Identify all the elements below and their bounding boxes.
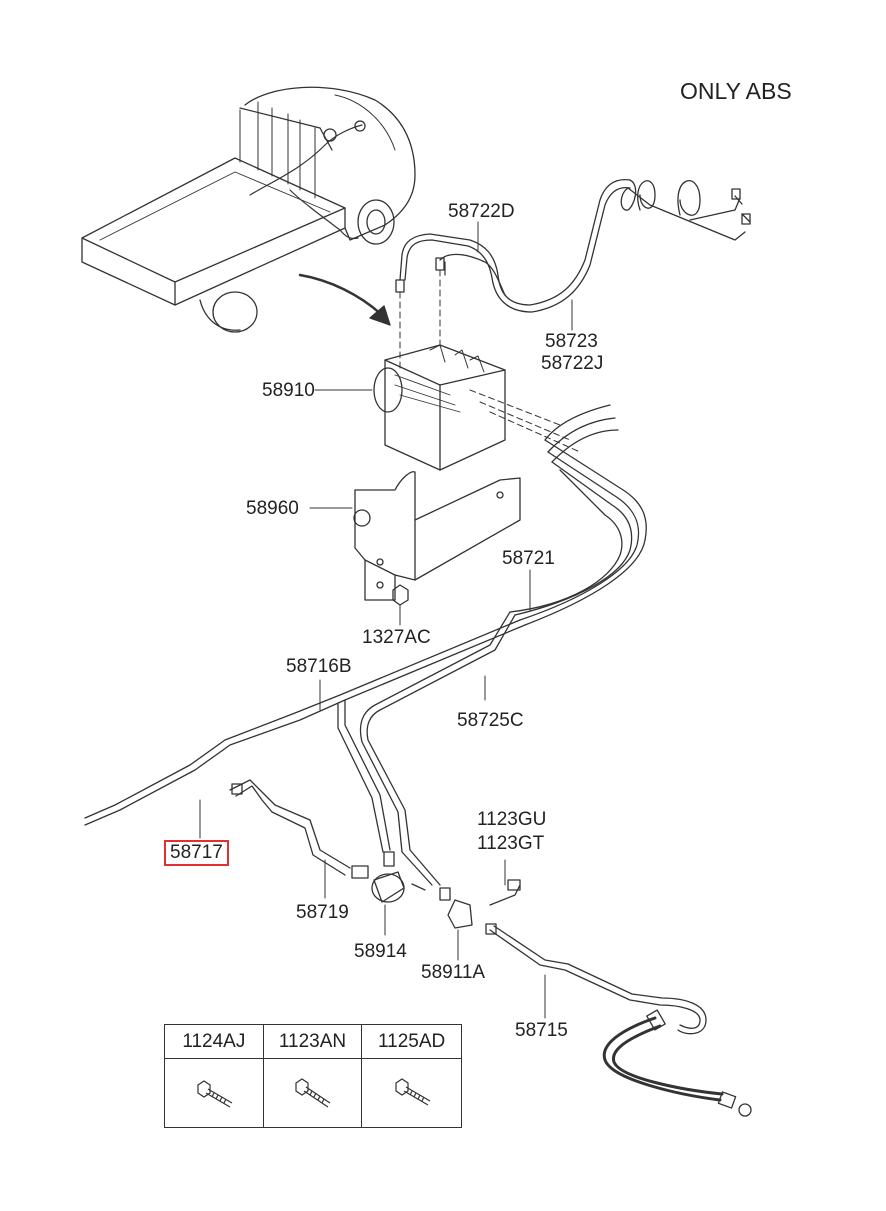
table-header-1124AJ: 1124AJ [165,1025,264,1059]
mounting-bracket [309,471,521,626]
part-label-58721: 58721 [502,548,555,569]
abs-hydraulic-unit [314,344,581,471]
part-label-58723: 58723 [545,331,598,352]
diagram-title: ONLY ABS [680,78,792,104]
part-label-58722J: 58722J [541,353,604,374]
part-label-58910: 58910 [262,380,315,401]
part-label-1327AC: 1327AC [362,627,431,648]
truck-illustration [81,86,416,333]
part-label-58719: 58719 [296,902,349,923]
bolt-cell-1124AJ [165,1059,264,1127]
bolt-cell-1123AN [264,1059,363,1127]
part-label-1123GT: 1123GT [477,833,545,854]
rear-brake-hose [485,923,752,1117]
bolt-icon [395,1078,430,1106]
part-label-58715: 58715 [515,1020,568,1041]
part-label-58914: 58914 [354,941,407,962]
part-label-58960: 58960 [246,498,299,519]
bolt-icon [197,1080,233,1108]
bolt-cell-1125AD [362,1059,461,1127]
part-label-1123GU: 1123GU [477,809,547,830]
part-label-58911A: 58911A [421,962,486,983]
main-brake-tube-bundle [84,404,647,899]
table-header-1125AD: 1125AD [362,1025,461,1059]
part-label-58725C: 58725C [457,710,524,731]
part-label-58717-highlighted[interactable]: 58717 [164,840,229,866]
bolt-icon [295,1078,331,1108]
table-header-1123AN: 1123AN [263,1025,363,1059]
fastener-table: 1124AJ 1123AN 1125AD [164,1024,462,1128]
sensor-parts [371,859,521,961]
part-label-58722D: 58722D [448,201,515,222]
part-label-58716B: 58716B [286,656,352,677]
upper-brake-tubes [395,179,751,371]
